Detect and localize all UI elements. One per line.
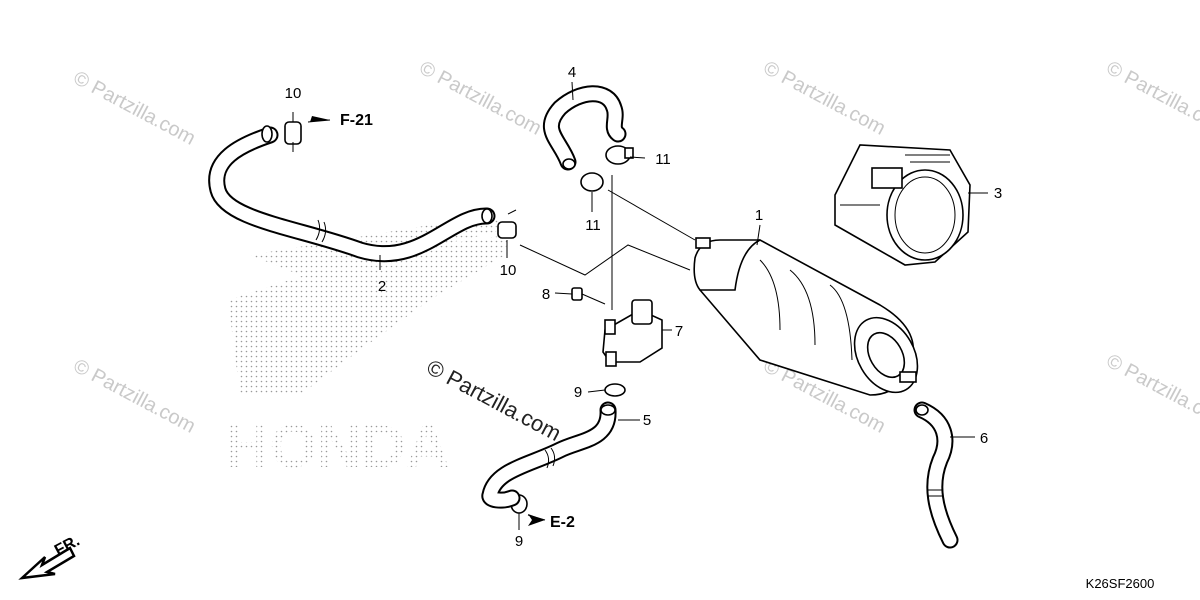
reference-f21: F-21: [340, 112, 373, 129]
callout-5: 5: [643, 412, 651, 429]
callout-2: 2: [378, 278, 386, 295]
bolt-8: [571, 287, 606, 305]
callout-6: 6: [980, 430, 988, 447]
connection-lines: [519, 175, 696, 310]
honda-wing-logo: HONDA: [225, 218, 508, 480]
clamp-11-left: [580, 172, 604, 192]
watermark-tile: © Partzilla.com: [70, 67, 199, 150]
hose-5: [481, 401, 617, 509]
reference-e2: E-2: [550, 514, 575, 531]
clamp-9-upper: [604, 383, 626, 397]
clamp-10-top: [284, 121, 302, 152]
front-arrow: FR.: [18, 532, 83, 580]
callout-10-lower: 10: [500, 262, 517, 279]
callout-3: 3: [994, 185, 1002, 202]
callout-1: 1: [755, 207, 763, 224]
watermark-tile: © Partzilla.com: [1103, 57, 1200, 140]
valve-7: [602, 299, 663, 367]
callout-9-upper: 9: [574, 384, 582, 401]
callout-4: 4: [568, 64, 576, 81]
watermark-tile: © Partzilla.com: [70, 355, 199, 438]
clamp-10-lower: [497, 209, 517, 239]
reference-arrows: [307, 116, 546, 526]
clamp-11-right: [605, 145, 634, 165]
hose-4: [542, 85, 627, 171]
diagram-code: K26SF2600: [1086, 576, 1155, 591]
callout-11-left: 11: [585, 217, 601, 234]
canister-1: [693, 237, 919, 396]
callout-10-top: 10: [285, 85, 302, 102]
callout-11-right: 11: [655, 151, 671, 168]
watermark-tile: © Partzilla.com: [1103, 350, 1200, 433]
honda-brand-mark: HONDA: [225, 413, 450, 480]
watermark-tile: © Partzilla.com: [760, 57, 889, 140]
callout-7: 7: [675, 323, 683, 340]
callout-leaders: [292, 81, 988, 530]
callout-8: 8: [542, 286, 550, 303]
callouts: 1 2 3 4 5 6 7 8 9 9 10 10 11 11: [285, 64, 1003, 550]
bracket-3: [834, 144, 971, 266]
hose-2: [208, 125, 496, 263]
callout-9-lower: 9: [515, 533, 523, 550]
watermark-tile: © Partzilla.com: [416, 57, 545, 140]
hose-6: [913, 401, 959, 549]
